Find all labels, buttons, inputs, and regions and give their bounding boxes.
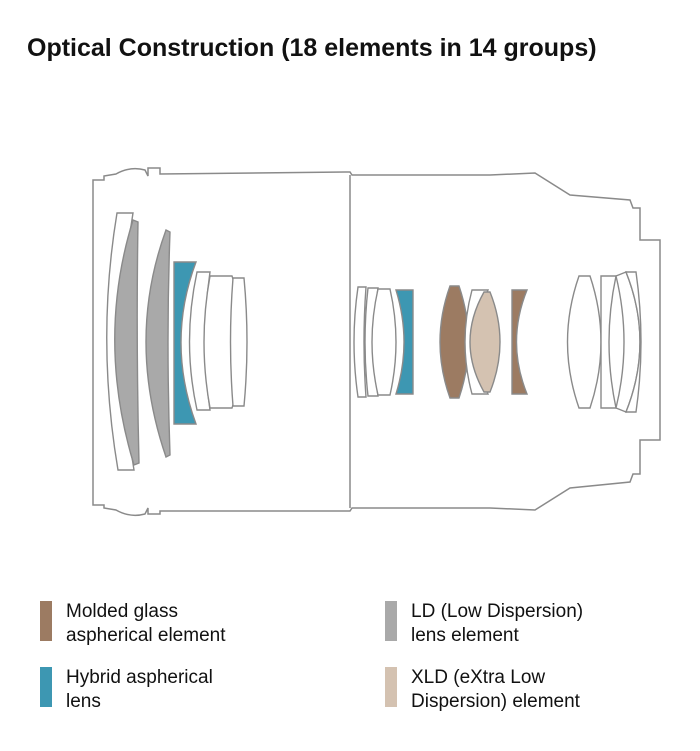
page-title: Optical Construction (18 elements in 14 … <box>27 34 597 63</box>
middle-element-1 <box>353 286 367 398</box>
middle-element-3 <box>371 288 397 396</box>
lens-barrel-outline <box>92 167 661 517</box>
optical-construction-diagram <box>92 167 661 517</box>
legend-swatch-hybrid <box>40 667 52 707</box>
molded-aspherical-element-1 <box>439 285 470 399</box>
rear-group <box>566 271 642 413</box>
ld-element-2 <box>145 229 171 458</box>
legend-swatch-ld <box>385 601 397 641</box>
legend-item-hybrid: Hybrid aspherical lens <box>40 666 213 714</box>
legend-swatch-xld <box>385 667 397 707</box>
rear-element-2 <box>600 275 617 409</box>
rear-element-1 <box>566 275 602 409</box>
legend-label: Hybrid aspherical lens <box>66 667 213 712</box>
middle-group <box>353 286 414 398</box>
front-element-7 <box>229 277 248 407</box>
legend-label: LD (Low Dispersion) lens element <box>411 601 584 646</box>
legend: Molded glass aspherical element LD (Low … <box>0 590 700 740</box>
rear-element-4 <box>624 271 642 413</box>
legend-label: Molded glass aspherical element <box>66 601 226 646</box>
middle-hybrid-element <box>395 289 414 395</box>
focus-group <box>439 285 529 399</box>
legend-item-ld: LD (Low Dispersion) lens element <box>385 600 583 648</box>
molded-aspherical-element-2 <box>511 289 529 395</box>
legend-item-molded-glass: Molded glass aspherical element <box>40 600 225 648</box>
hybrid-aspherical-element <box>173 261 198 425</box>
title-detail: (18 elements in 14 groups) <box>281 34 597 62</box>
front-group <box>106 212 248 471</box>
ld-element-1 <box>114 219 140 466</box>
title-main: Optical Construction <box>27 34 275 62</box>
legend-swatch-molded <box>40 601 52 641</box>
legend-label: XLD (eXtra Low Dispersion) element <box>411 667 580 712</box>
xld-element <box>469 291 501 393</box>
legend-item-xld: XLD (eXtra Low Dispersion) element <box>385 666 580 714</box>
